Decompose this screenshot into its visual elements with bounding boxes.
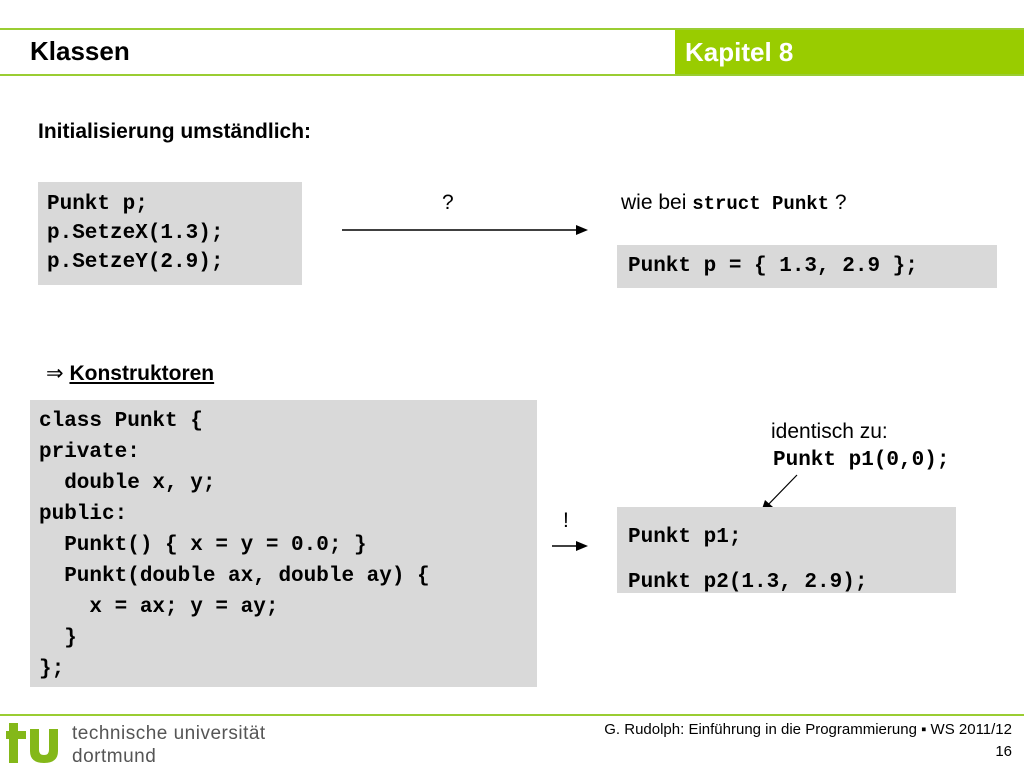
header-bottom-rule <box>0 74 1024 76</box>
implies-icon: ⇒ <box>46 362 64 385</box>
code-line: private: <box>39 441 140 464</box>
code-block-objects: Punkt p1; Punkt p2(1.3, 2.9); <box>617 507 956 594</box>
top-rule <box>0 28 1024 30</box>
code-line: Punkt p = { 1.3, 2.9 }; <box>628 255 918 278</box>
wie-bei-code: struct Punkt <box>692 193 830 215</box>
section-heading: Initialisierung umständlich: <box>38 120 312 143</box>
arrow-right-icon <box>552 541 588 551</box>
code-line: public: <box>39 503 128 526</box>
code-line: p.SetzeX(1.3); <box>47 222 224 245</box>
university-name-line1: technische universität <box>72 723 266 744</box>
university-name-line2: dortmund <box>72 746 157 767</box>
footer-rule <box>0 714 1024 716</box>
arrow-right-icon <box>342 225 588 235</box>
code-block-setters: Punkt p; p.SetzeX(1.3); p.SetzeY(2.9); <box>38 182 302 285</box>
code-line: Punkt p; <box>47 193 148 216</box>
code-block-struct-init: Punkt p = { 1.3, 2.9 }; <box>617 245 997 288</box>
lecture-footer: G. Rudolph: Einführung in die Programmie… <box>604 721 1012 738</box>
code-line: }; <box>39 658 65 681</box>
konstruktoren-heading: ⇒ Konstruktoren <box>46 361 214 387</box>
code-line: } <box>39 627 77 650</box>
wie-bei-prefix: wie bei <box>621 191 693 214</box>
question-mark: ? <box>442 191 454 214</box>
code-line: Punkt() { x = y = 0.0; } <box>39 534 367 557</box>
identisch-code: Punkt p1(0,0); <box>773 449 950 472</box>
code-block-class: class Punkt { private: double x, y; publ… <box>30 400 537 687</box>
code-line: double x, y; <box>39 472 216 495</box>
code-line: Punkt p1; <box>628 526 742 549</box>
page-number: 16 <box>995 743 1012 760</box>
slide-title: Klassen <box>30 36 130 66</box>
code-line: Punkt(double ax, double ay) { <box>39 565 430 588</box>
chapter-badge: Kapitel 8 <box>675 30 1024 74</box>
wie-bei-suffix: ? <box>829 191 847 214</box>
identisch-label: identisch zu: <box>771 420 888 443</box>
wie-bei-label: wie bei struct Punkt ? <box>621 190 847 217</box>
code-line: p.SetzeY(2.9); <box>47 251 224 274</box>
code-line: class Punkt { <box>39 410 203 433</box>
chapter-label: Kapitel 8 <box>685 37 794 67</box>
konstruktoren-label: Konstruktoren <box>69 362 215 385</box>
exclamation-mark: ! <box>563 509 569 532</box>
code-line: x = ax; y = ay; <box>39 596 279 619</box>
code-line: Punkt p2(1.3, 2.9); <box>628 571 868 594</box>
tu-logo-icon <box>6 723 58 763</box>
